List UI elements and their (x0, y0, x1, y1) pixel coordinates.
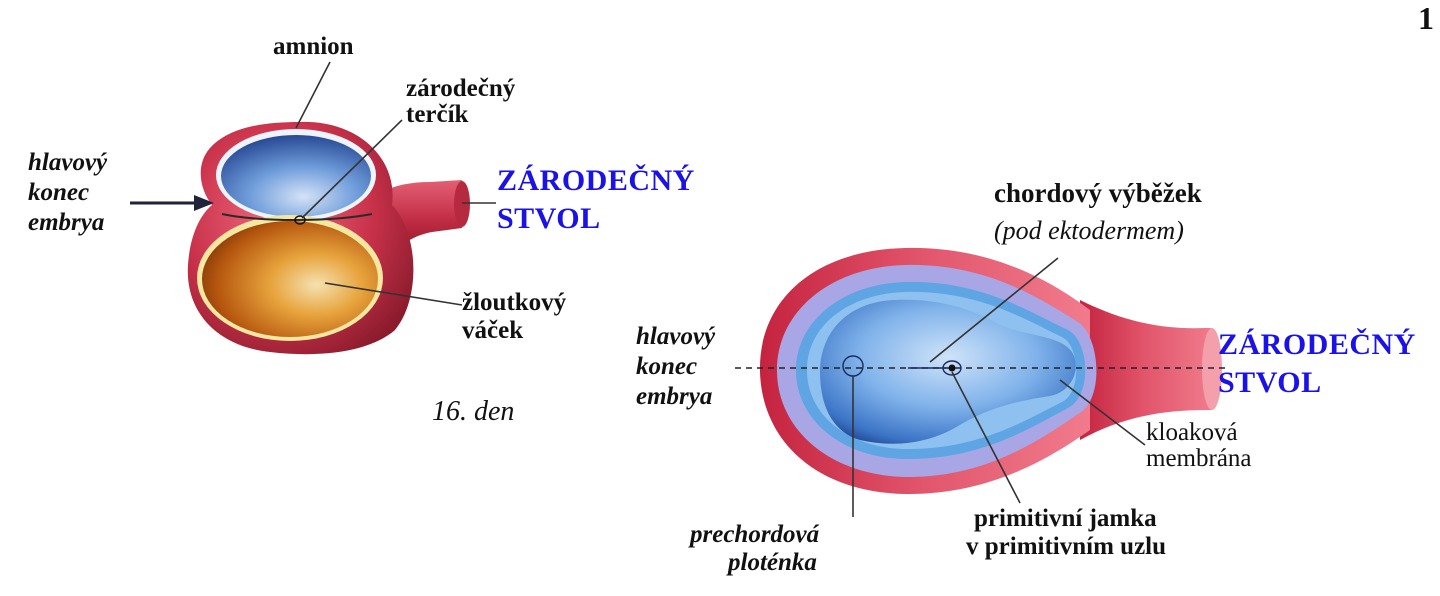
amnion-label: amnion (273, 33, 354, 60)
left-head-end-line2: konec (28, 179, 90, 206)
right-connecting-stalk (1080, 300, 1212, 440)
germ-disc-label-line2: terčík (406, 101, 469, 128)
primitive-pit-line1: primitivní jamka (974, 505, 1157, 532)
germ-disc-leader (301, 119, 403, 219)
left-head-end-line1: hlavový (28, 149, 108, 176)
right-stalk-label-line1: ZÁRODEČNÝ (1218, 328, 1416, 361)
right-stalk-label-line2: STVOL (1218, 366, 1322, 399)
notochord-leader (929, 257, 1059, 363)
left-stalk-end (454, 181, 470, 227)
cloacal-leader (1059, 379, 1146, 446)
notochord-label: chordový výběžek (994, 178, 1202, 208)
right-embryo-illustration (735, 247, 1230, 517)
yolk-sac-label-line2: váček (462, 317, 524, 344)
cloacal-membrane-line1: kloaková (1146, 419, 1238, 446)
day-label: 16. den (432, 396, 515, 427)
germ-disc (820, 299, 1076, 444)
left-embryo-illustration (130, 61, 496, 355)
amnion-leader (295, 61, 331, 129)
head-end-arrow-head (194, 195, 214, 211)
left-stalk-label-line2: STVOL (497, 202, 601, 235)
prechordal-plate-line1: prechordová (690, 521, 820, 548)
cloacal-membrane-line2: membrána (1146, 445, 1252, 472)
under-ectoderm-label: (pod ektodermem) (994, 216, 1184, 245)
left-head-end-line3: embrya (28, 209, 105, 236)
right-head-end-line2: konec (636, 353, 698, 380)
primitive-pit-line2: v primitivním uzlu (966, 533, 1167, 560)
primitive-pit (948, 364, 956, 372)
prechordal-plate-line2: ploténka (728, 549, 817, 576)
germ-disc-label-line1: zárodečný (406, 75, 516, 102)
page-number: 1 (1418, 0, 1434, 36)
yolk-sac (202, 221, 378, 337)
primitive-node (942, 360, 962, 376)
right-stalk-end (1202, 328, 1222, 410)
germ-disc-marker (294, 215, 306, 225)
left-stalk-label-line1: ZÁRODEČNÝ (497, 164, 695, 197)
yolk-sac-leader (324, 282, 463, 306)
primitive-pit-leader (951, 371, 1021, 504)
right-head-end-line3: embrya (636, 383, 713, 410)
yolk-sac-label-line1: žloutkový (462, 289, 567, 316)
right-head-end-line1: hlavový (636, 323, 716, 350)
amnion-cavity (221, 135, 371, 217)
